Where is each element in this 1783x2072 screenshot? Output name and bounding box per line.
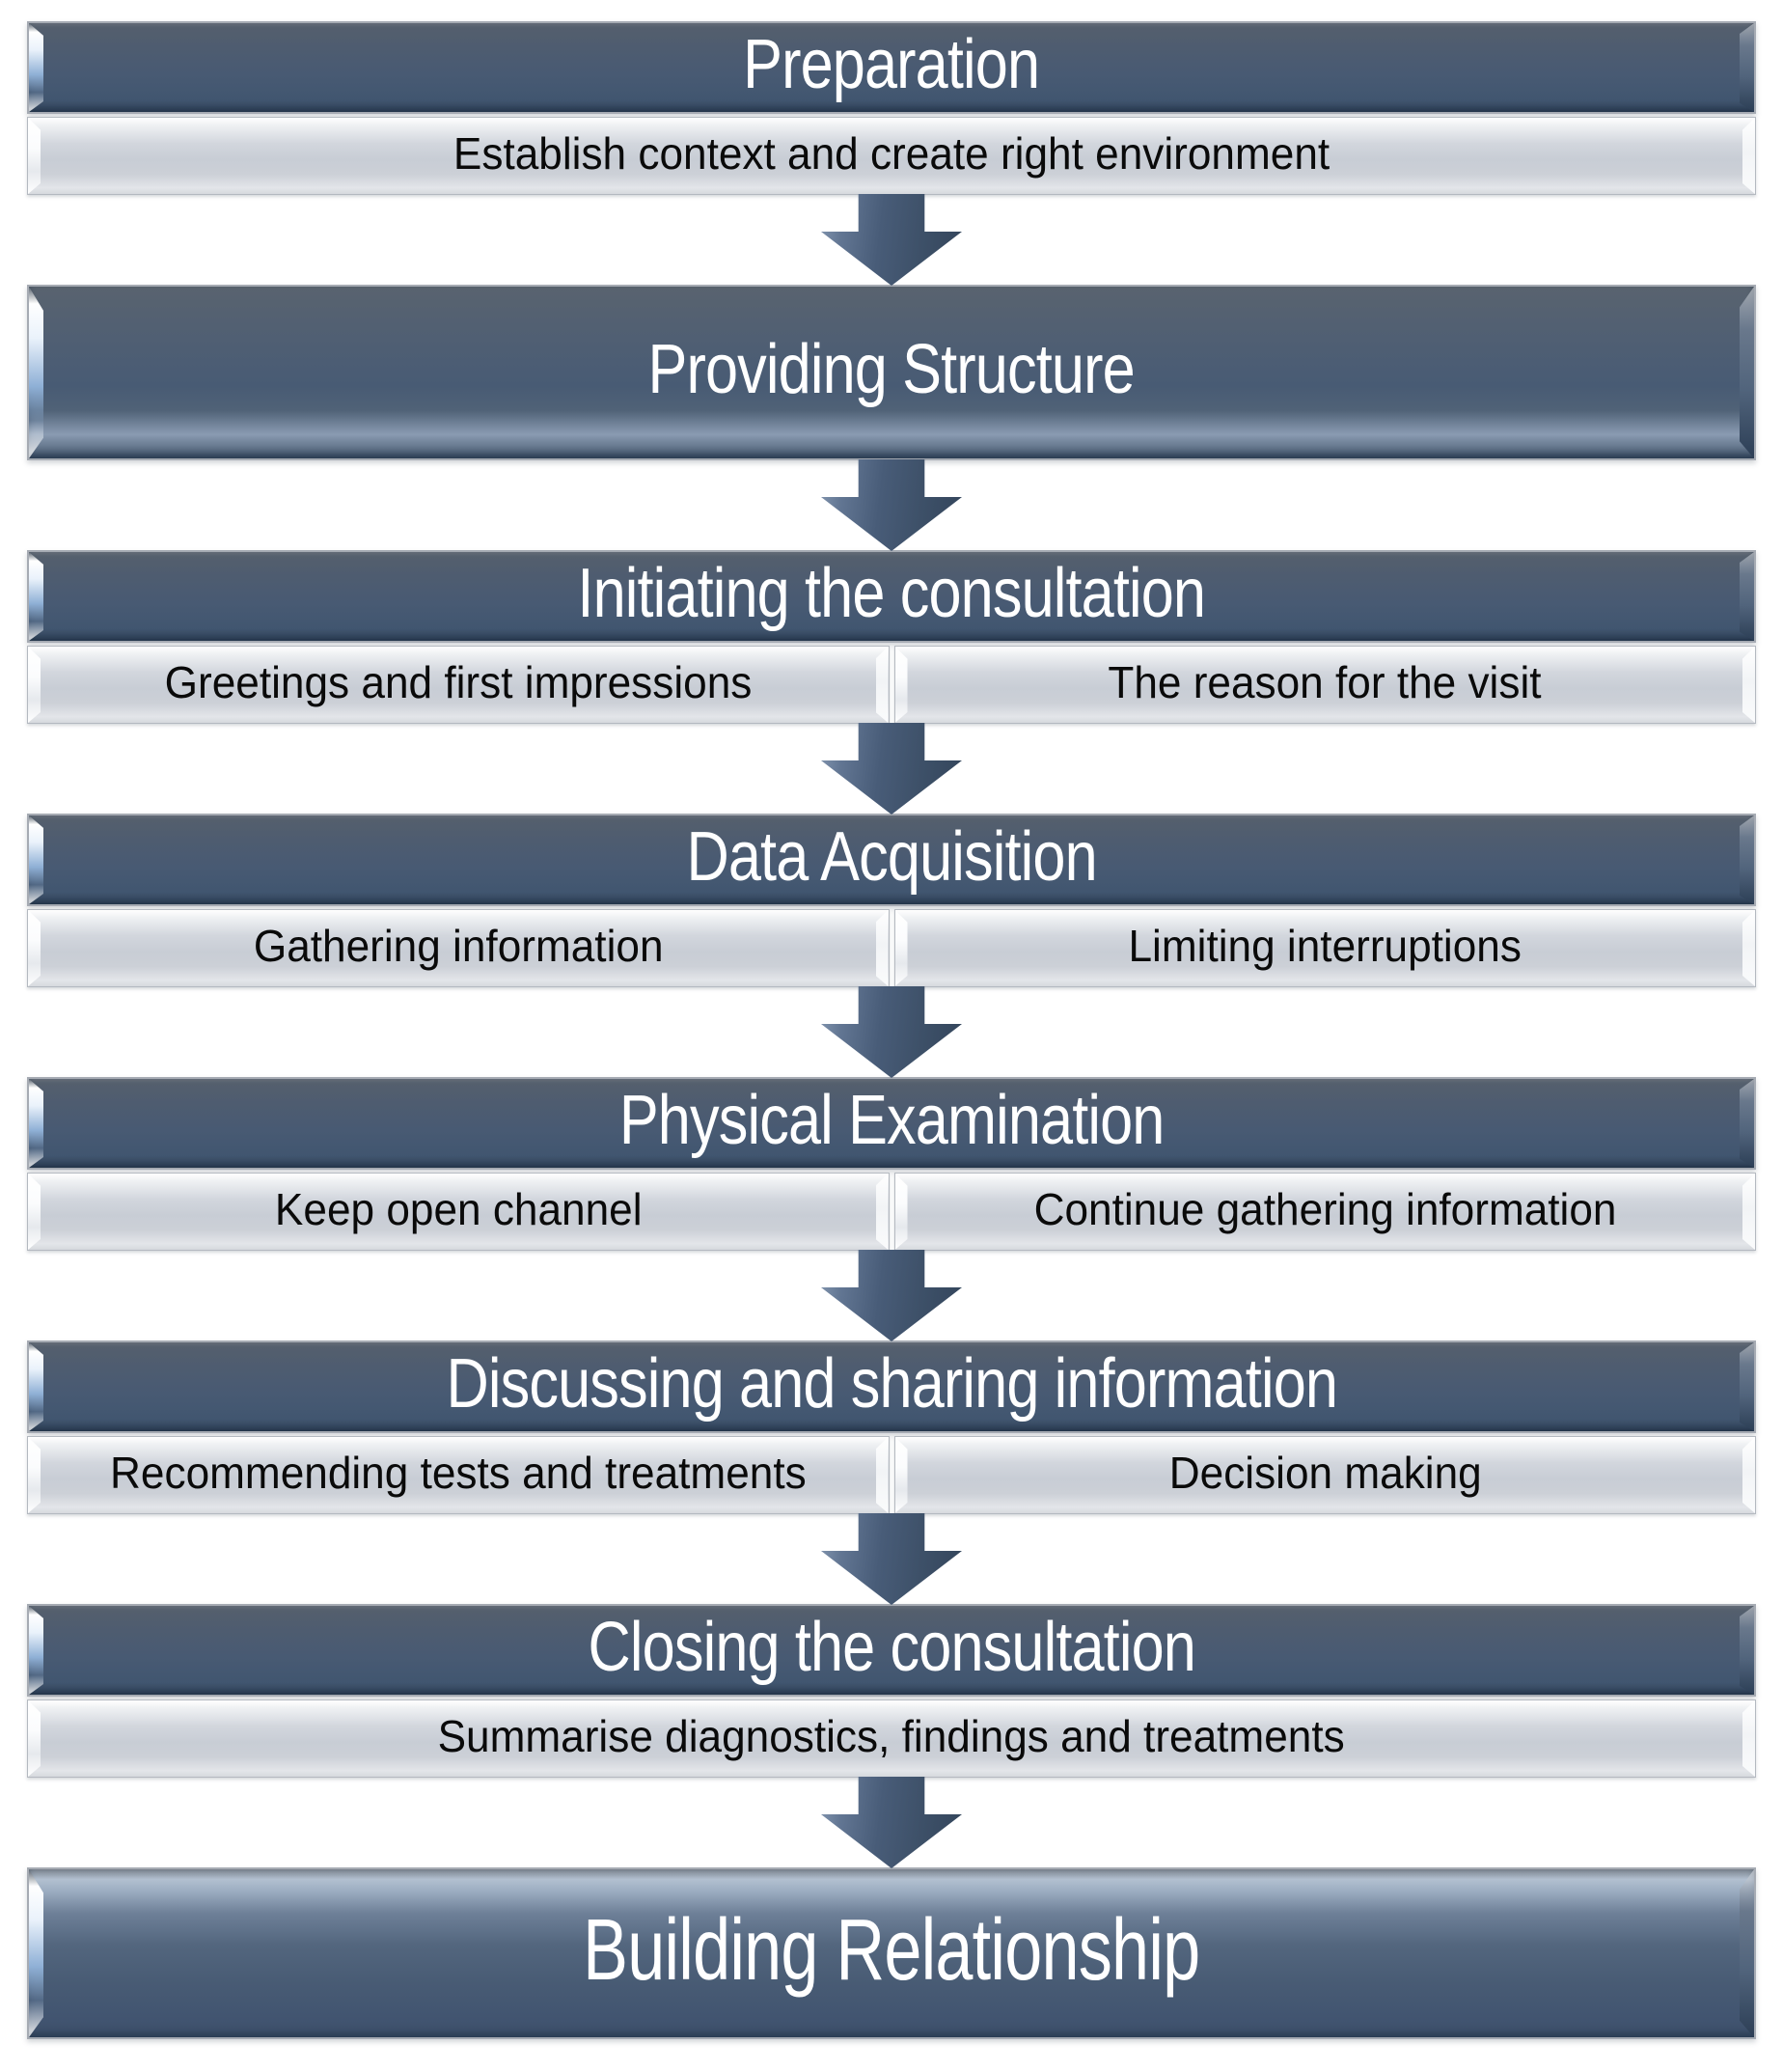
down-arrow-icon — [821, 1513, 962, 1605]
step-discussing-sharing: Discussing and sharing information Recom… — [27, 1340, 1756, 1514]
step-physical-examination: Physical Examination Keep open channel C… — [27, 1077, 1756, 1251]
step-providing-structure: Providing Structure — [27, 285, 1756, 460]
substep-label: Summarise diagnostics, findings and trea… — [437, 1711, 1346, 1761]
flow-connector — [27, 1513, 1756, 1605]
down-arrow-icon — [821, 723, 962, 815]
substep-label: Establish context and create right envir… — [453, 128, 1330, 179]
step-title: Closing the consultation — [588, 1609, 1195, 1686]
step-title-bar: Initiating the consultation — [27, 550, 1756, 643]
substep-bar: Greetings and first impressions — [27, 646, 890, 724]
step-data-acquisition: Data Acquisition Gathering information L… — [27, 814, 1756, 987]
substep-bar: Recommending tests and treatments — [27, 1436, 890, 1514]
step-preparation: Preparation Establish context and create… — [27, 21, 1756, 195]
step-title-bar: Physical Examination — [27, 1077, 1756, 1170]
down-arrow-icon — [821, 1777, 962, 1868]
substep-row: Establish context and create right envir… — [27, 117, 1756, 195]
flow-connector — [27, 723, 1756, 815]
substep-row: Gathering information Limiting interrupt… — [27, 909, 1756, 987]
substep-bar: Establish context and create right envir… — [27, 117, 1756, 195]
substep-bar: Gathering information — [27, 909, 890, 987]
step-closing-consultation: Closing the consultation Summarise diagn… — [27, 1604, 1756, 1778]
flow-connector — [27, 1250, 1756, 1341]
substep-row: Keep open channel Continue gathering inf… — [27, 1173, 1756, 1251]
step-title-bar: Closing the consultation — [27, 1604, 1756, 1697]
down-arrow-icon — [821, 194, 962, 286]
step-title: Building Relationship — [583, 1902, 1200, 1999]
substep-bar: The reason for the visit — [893, 646, 1756, 724]
step-title-bar: Discussing and sharing information — [27, 1340, 1756, 1433]
substep-label: Limiting interruptions — [1128, 921, 1522, 971]
step-title-bar: Preparation — [27, 21, 1756, 114]
step-title: Providing Structure — [647, 331, 1136, 408]
substep-bar: Summarise diagnostics, findings and trea… — [27, 1699, 1756, 1778]
substep-row: Recommending tests and treatments Decisi… — [27, 1436, 1756, 1514]
substep-bar: Decision making — [893, 1436, 1756, 1514]
step-title: Initiating the consultation — [577, 555, 1207, 632]
step-title-bar: Building Relationship — [27, 1867, 1756, 2039]
flow-connector — [27, 194, 1756, 286]
step-initiating-consultation: Initiating the consultation Greetings an… — [27, 550, 1756, 724]
substep-row: Summarise diagnostics, findings and trea… — [27, 1699, 1756, 1778]
flow-connector — [27, 986, 1756, 1078]
step-title: Preparation — [743, 26, 1040, 103]
step-title: Discussing and sharing information — [446, 1345, 1337, 1423]
substep-label: Decision making — [1168, 1448, 1482, 1498]
step-title: Data Acquisition — [686, 818, 1097, 896]
substep-bar: Keep open channel — [27, 1173, 890, 1251]
flow-connector — [27, 459, 1756, 551]
substep-label: Continue gathering information — [1033, 1184, 1617, 1234]
step-building-relationship: Building Relationship — [27, 1867, 1756, 2039]
substep-label: Greetings and first impressions — [164, 657, 753, 707]
down-arrow-icon — [821, 459, 962, 551]
flow-connector — [27, 1777, 1756, 1868]
consultation-flowchart: Preparation Establish context and create… — [27, 21, 1756, 2039]
substep-row: Greetings and first impressions The reas… — [27, 646, 1756, 724]
substep-label: Recommending tests and treatments — [109, 1448, 807, 1498]
substep-label: Keep open channel — [274, 1184, 643, 1234]
substep-bar: Continue gathering information — [893, 1173, 1756, 1251]
substep-label: Gathering information — [253, 921, 664, 971]
down-arrow-icon — [821, 986, 962, 1078]
substep-label: The reason for the visit — [1108, 657, 1542, 707]
down-arrow-icon — [821, 1250, 962, 1341]
step-title: Physical Examination — [618, 1082, 1166, 1159]
step-title-bar: Providing Structure — [27, 285, 1756, 460]
step-title-bar: Data Acquisition — [27, 814, 1756, 906]
substep-bar: Limiting interruptions — [893, 909, 1756, 987]
